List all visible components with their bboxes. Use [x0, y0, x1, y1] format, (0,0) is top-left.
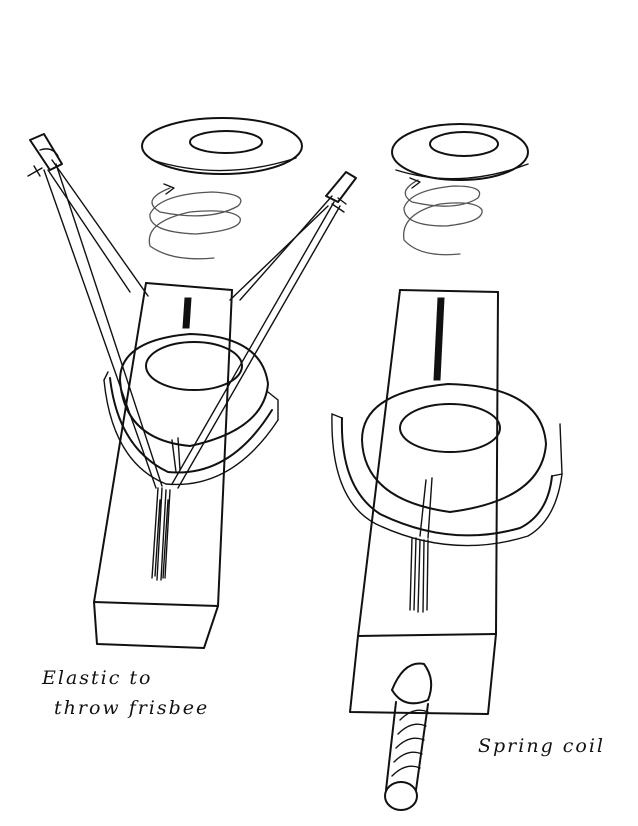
anchor-post-left [27, 133, 63, 177]
slot-hatch-left [151, 487, 171, 581]
caption-elastic-line2: throw frisbee [54, 697, 209, 719]
slot-hatch-right [409, 537, 429, 613]
caption-elastic-line1: Elastic to [41, 667, 153, 689]
spring-coil-concept [331, 123, 563, 811]
elastic-bands [43, 159, 341, 489]
frisbee-in-holder-left [103, 333, 279, 486]
launcher-base-left [93, 282, 233, 649]
spin-coil-left [148, 183, 242, 260]
spin-coil-right [403, 177, 483, 256]
threaded-spring-coil [384, 662, 433, 811]
frisbee-in-holder-right [331, 383, 563, 547]
floating-frisbee-right [391, 123, 529, 181]
launcher-base-right [349, 289, 499, 715]
floating-frisbee-left [141, 117, 303, 175]
caption-spring-coil: Spring coil [478, 735, 605, 757]
anchor-post-right [325, 171, 357, 213]
elastic-launcher-concept [27, 117, 357, 649]
